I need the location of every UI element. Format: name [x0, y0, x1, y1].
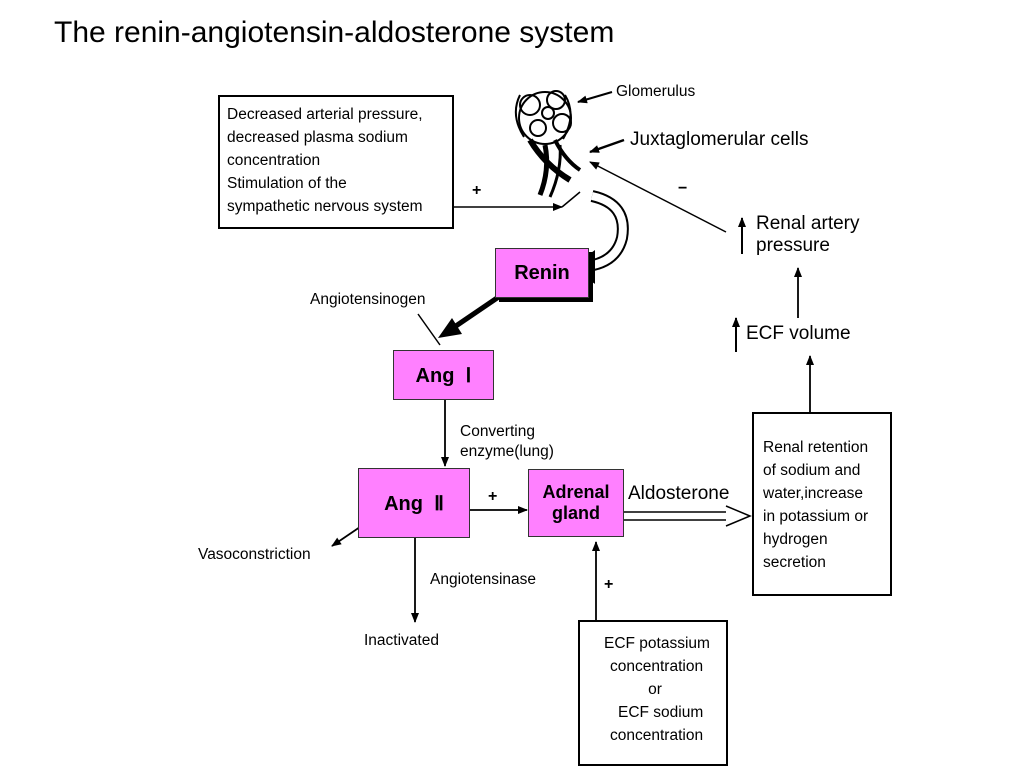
ang-i-box: Ang Ⅰ: [393, 350, 494, 400]
stimulus-line: decreased plasma sodium: [227, 129, 408, 146]
stimulus-line: concentration: [227, 152, 321, 169]
page-title: The renin-angiotensin-aldosterone system: [54, 16, 615, 49]
converting-enzyme-label-2: enzyme(lung): [460, 443, 554, 460]
renal-retention-box: Renal retention of sodium and water,incr…: [752, 412, 892, 596]
glomerulus-label: Glomerulus: [616, 83, 696, 100]
ecf-line: or: [648, 681, 662, 698]
plus-sign: +: [488, 488, 498, 505]
adrenal-label: Adrenal: [542, 482, 610, 502]
retention-line: hydrogen: [763, 531, 828, 548]
plus-sign: +: [604, 576, 614, 593]
renin-box: Renin: [495, 248, 589, 298]
vasoconstriction-label: Vasoconstriction: [198, 546, 311, 563]
ecf-line: concentration: [610, 658, 704, 675]
inactivated-label: Inactivated: [364, 632, 439, 649]
renal-artery-label-2: pressure: [756, 235, 830, 256]
adrenal-gland-box: Adrenal gland: [528, 469, 624, 537]
stimulus-line: sympathetic nervous system: [227, 198, 423, 215]
plus-sign: +: [472, 182, 482, 199]
minus-sign: −: [678, 180, 688, 197]
angiotensinogen-label: Angiotensinogen: [310, 291, 426, 308]
ecf-line: ECF sodium: [618, 704, 704, 721]
retention-line: of sodium and: [763, 462, 861, 479]
ecf-line: ECF potassium: [604, 635, 710, 652]
retention-line: water,increase: [763, 485, 863, 502]
retention-line: secretion: [763, 554, 826, 571]
retention-line: Renal retention: [763, 439, 869, 456]
ang-ii-box: Ang Ⅱ: [358, 468, 470, 538]
stimulus-box: Decreased arterial pressure, decreased p…: [218, 95, 454, 229]
ecf-volume-label: ECF volume: [746, 323, 851, 344]
renal-artery-label-1: Renal artery: [756, 213, 860, 234]
stimulus-line: Stimulation of the: [227, 175, 347, 192]
retention-line: in potassium or: [763, 508, 869, 525]
stimulus-line: Decreased arterial pressure,: [227, 106, 423, 123]
angiotensinase-label: Angiotensinase: [430, 571, 536, 588]
aldosterone-label: Aldosterone: [628, 483, 730, 504]
ecf-line: concentration: [610, 727, 704, 744]
gland-label: gland: [552, 503, 600, 523]
ecf-concentration-box: ECF potassium concentration or ECF sodiu…: [578, 620, 728, 766]
glomerulus-illustration: [514, 90, 582, 198]
juxtaglomerular-label: Juxtaglomerular cells: [630, 129, 809, 150]
converting-enzyme-label-1: Converting: [460, 423, 535, 440]
